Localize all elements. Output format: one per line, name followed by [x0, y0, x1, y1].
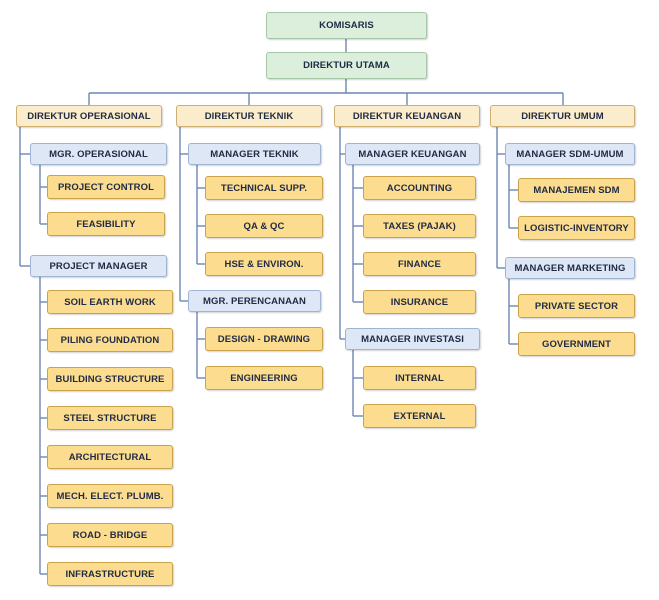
manager-sdm-umum-box: MANAGER SDM-UMUM: [505, 143, 635, 165]
engineering-box: ENGINEERING: [205, 366, 323, 390]
project-manager-box: PROJECT MANAGER: [30, 255, 167, 277]
hse-environ-box: HSE & ENVIRON.: [205, 252, 323, 276]
direktur-keuangan-box: DIREKTUR KEUANGAN: [334, 105, 480, 127]
project-control-box: PROJECT CONTROL: [47, 175, 165, 199]
direktur-umum-box: DIREKTUR UMUM: [490, 105, 635, 127]
feasibility-box: FEASIBILITY: [47, 212, 165, 236]
infrastructure-box: INFRASTRUCTURE: [47, 562, 173, 586]
mech-elect-plumb-box: MECH. ELECT. PLUMB.: [47, 484, 173, 508]
soil-earth-work-box: SOIL EARTH WORK: [47, 290, 173, 314]
internal-box: INTERNAL: [363, 366, 476, 390]
mgr-operasional-box: MGR. OPERASIONAL: [30, 143, 167, 165]
road-bridge-box: ROAD - BRIDGE: [47, 523, 173, 547]
private-sector-box: PRIVATE SECTOR: [518, 294, 635, 318]
manager-teknik-box: MANAGER TEKNIK: [188, 143, 321, 165]
technical-supp-box: TECHNICAL SUPP.: [205, 176, 323, 200]
komisaris-box: KOMISARIS: [266, 12, 427, 39]
taxes-pajak-box: TAXES (PAJAK): [363, 214, 476, 238]
piling-foundation-box: PILING FOUNDATION: [47, 328, 173, 352]
direktur-utama-box: DIREKTUR UTAMA: [266, 52, 427, 79]
mgr-perencanaan-box: MGR. PERENCANAAN: [188, 290, 321, 312]
insurance-box: INSURANCE: [363, 290, 476, 314]
direktur-operasional-box: DIREKTUR OPERASIONAL: [16, 105, 162, 127]
design-drawing-box: DESIGN - DRAWING: [205, 327, 323, 351]
manager-marketing-box: MANAGER MARKETING: [505, 257, 635, 279]
architectural-box: ARCHITECTURAL: [47, 445, 173, 469]
external-box: EXTERNAL: [363, 404, 476, 428]
direktur-teknik-box: DIREKTUR TEKNIK: [176, 105, 322, 127]
manager-investasi-box: MANAGER INVESTASI: [345, 328, 480, 350]
finance-box: FINANCE: [363, 252, 476, 276]
logistic-inventory-box: LOGISTIC-INVENTORY: [518, 216, 635, 240]
accounting-box: ACCOUNTING: [363, 176, 476, 200]
government-box: GOVERNMENT: [518, 332, 635, 356]
manajemen-sdm-box: MANAJEMEN SDM: [518, 178, 635, 202]
manager-keuangan-box: MANAGER KEUANGAN: [345, 143, 480, 165]
building-structure-box: BUILDING STRUCTURE: [47, 367, 173, 391]
qa-qc-box: QA & QC: [205, 214, 323, 238]
steel-structure-box: STEEL STRUCTURE: [47, 406, 173, 430]
